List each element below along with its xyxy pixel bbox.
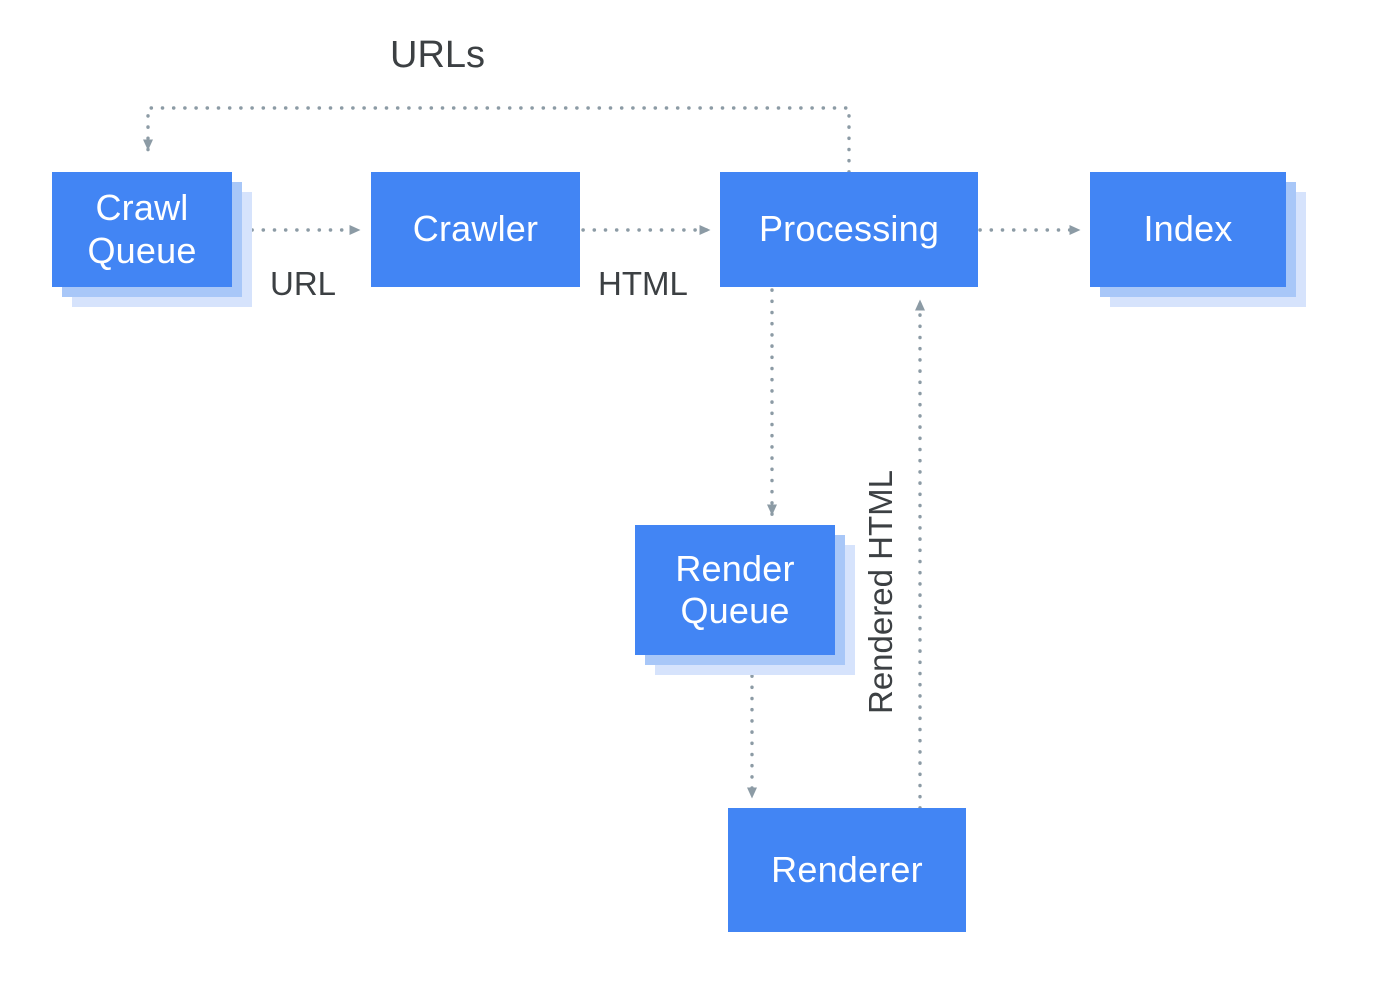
node-render-queue-label: Render Queue <box>675 547 795 631</box>
node-crawler[interactable]: Crawler <box>371 172 580 287</box>
edge-label-html: HTML <box>598 265 688 302</box>
node-crawl-queue[interactable]: Crawl Queue <box>52 172 232 287</box>
edge-label-urls: URLs <box>390 34 486 76</box>
node-index[interactable]: Index <box>1090 172 1286 287</box>
node-renderer-label: Renderer <box>771 848 923 890</box>
node-crawl-queue-label: Crawl Queue <box>87 187 197 271</box>
node-index-label: Index <box>1143 208 1233 250</box>
edge-label-url: URL <box>270 265 337 302</box>
node-processing-label: Processing <box>758 208 940 250</box>
node-processing[interactable]: Processing <box>720 172 978 287</box>
node-renderer[interactable]: Renderer <box>728 808 966 932</box>
edge-processing-to-crawl-queue <box>143 106 851 174</box>
node-crawler-label: Crawler <box>412 208 539 250</box>
node-render-queue[interactable]: Render Queue <box>635 525 835 655</box>
edge-label-rendered-html: Rendered HTML <box>862 470 899 714</box>
